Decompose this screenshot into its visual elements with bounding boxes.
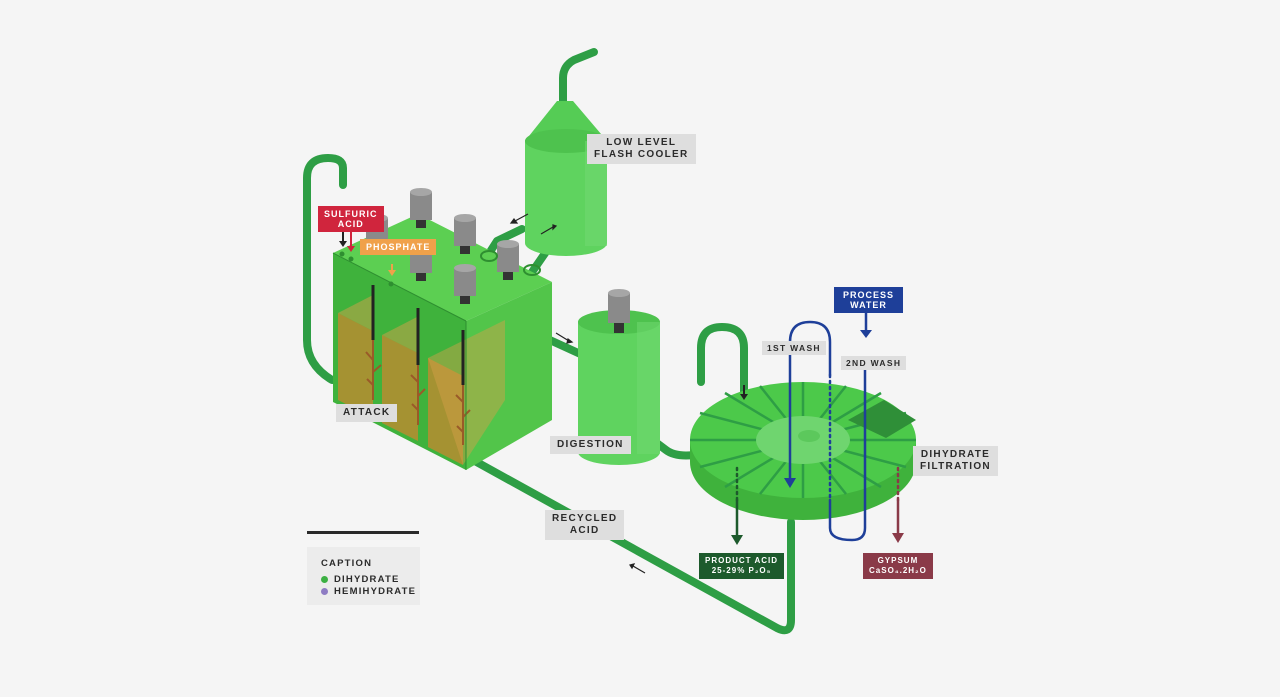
process-water-line-2: WATER xyxy=(850,300,887,310)
feed-arrows xyxy=(339,232,748,400)
digestion-tank xyxy=(578,289,660,465)
recycled-acid-pipe xyxy=(469,456,795,635)
rotary-filter xyxy=(690,382,916,520)
legend-item-hemihydrate: HEMIHYDRATE xyxy=(321,586,416,597)
digestion-motor xyxy=(608,289,630,333)
first-wash-label: 1ST WASH xyxy=(762,341,826,355)
process-water-line-1: PROCESS xyxy=(843,290,895,300)
sulfuric-acid-line-2: ACID xyxy=(337,219,364,229)
tank-compartment-1 xyxy=(338,313,373,418)
legend-label-dihydrate: DIHYDRATE xyxy=(334,574,400,585)
sulfuric-acid-line-1: SULFURIC xyxy=(324,209,378,219)
attack-label: ATTACK xyxy=(336,404,398,422)
gypsum-line-1: GYPSUM xyxy=(877,556,919,565)
recycled-acid-label: RECYCLED ACID xyxy=(545,510,625,540)
sulfuric-acid-tag: SULFURIC ACID xyxy=(318,206,384,232)
flash-cooler-label-line-1: LOW LEVEL xyxy=(606,137,677,148)
product-acid-line-1: PRODUCT ACID xyxy=(705,556,779,565)
product-acid-tag: PRODUCT ACID 25-29% P₂O₅ xyxy=(699,553,785,579)
tank-compartment-3 xyxy=(428,358,463,465)
first-wash-line xyxy=(788,320,832,487)
flash-cooler-exhaust-pipe xyxy=(559,48,598,106)
attack-label-text: ATTACK xyxy=(343,407,391,418)
recycled-acid-line-2: ACID xyxy=(569,525,600,536)
motor-1 xyxy=(410,188,432,228)
recycled-acid-line-1: RECYCLED xyxy=(552,513,618,524)
tank-compartment-2 xyxy=(382,335,418,441)
second-wash-label: 2ND WASH xyxy=(841,356,907,370)
flash-cooler-label: LOW LEVEL FLASH COOLER xyxy=(587,134,696,164)
gypsum-tag: GYPSUM CaSO₄.2H₂O xyxy=(863,553,933,579)
phosphate-tag: PHOSPHATE xyxy=(360,239,437,255)
dihydrate-filtration-label: DIHYDRATE FILTRATION xyxy=(913,446,998,476)
digestion-label-text: DIGESTION xyxy=(557,439,624,450)
legend-dot-hemihydrate xyxy=(321,588,328,595)
wash-lines xyxy=(784,311,872,542)
reactor-side xyxy=(466,282,552,470)
legend-item-dihydrate: DIHYDRATE xyxy=(321,574,400,585)
caption-divider xyxy=(307,531,419,534)
process-water-tag: PROCESS WATER xyxy=(834,287,904,313)
filter-feed-loop-pipe xyxy=(697,323,748,397)
legend-label-hemihydrate: HEMIHYDRATE xyxy=(334,586,417,597)
legend-dot-dihydrate xyxy=(321,576,328,583)
caption-title: CAPTION xyxy=(321,558,373,569)
gypsum-line-2: CaSO₄.2H₂O xyxy=(869,566,927,575)
second-wash-line xyxy=(828,358,867,542)
digestion-label: DIGESTION xyxy=(550,436,631,454)
motor-2 xyxy=(454,214,476,254)
flash-cooler-label-line-2: FLASH COOLER xyxy=(594,149,689,160)
flow-arrows xyxy=(509,213,646,574)
output-lines xyxy=(731,466,904,545)
motor-6 xyxy=(497,240,519,280)
phosphate-text: PHOSPHATE xyxy=(366,242,431,252)
first-wash-text: 1ST WASH xyxy=(767,343,821,353)
caption-legend: CAPTION DIHYDRATE HEMIHYDRATE xyxy=(307,547,420,605)
dihydrate-filtration-line-2: FILTRATION xyxy=(920,461,991,472)
product-acid-line-2: 25-29% P₂O₅ xyxy=(711,566,772,575)
flash-cooler xyxy=(525,101,607,256)
dihydrate-filtration-line-1: DIHYDRATE xyxy=(920,449,991,460)
sulfuric-acid-feed-pipe xyxy=(303,154,347,384)
second-wash-text: 2ND WASH xyxy=(846,358,902,368)
motor-5 xyxy=(454,264,476,304)
